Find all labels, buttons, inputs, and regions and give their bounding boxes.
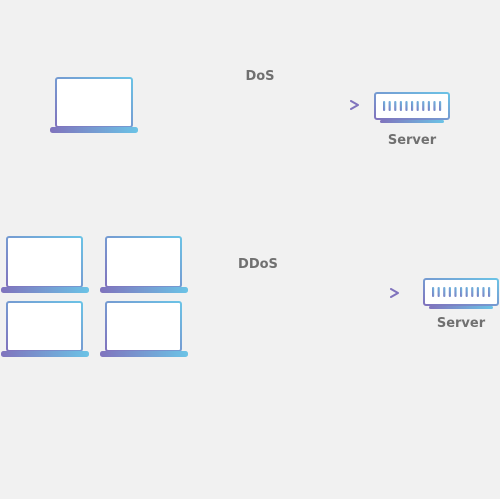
- laptop-icon: [1, 236, 89, 293]
- ddos-label: DDoS: [238, 257, 278, 272]
- laptop-icon: [50, 77, 138, 133]
- server-ports: [383, 101, 442, 111]
- server-port: [427, 101, 430, 111]
- dos-server-label: Server: [388, 133, 437, 148]
- ddos-server-label: Server: [437, 316, 486, 331]
- server-port: [488, 287, 491, 297]
- server-port: [405, 101, 408, 111]
- server-port: [439, 101, 442, 111]
- server-icon: [423, 278, 499, 309]
- server-port: [471, 287, 474, 297]
- server-port: [460, 287, 463, 297]
- server-port: [443, 287, 446, 297]
- server-ports: [432, 287, 491, 297]
- dos-label: DoS: [245, 69, 274, 84]
- server-port: [388, 101, 391, 111]
- server-port: [476, 287, 479, 297]
- ddos-group: DDoS Server: [1, 236, 499, 357]
- server-port: [432, 287, 435, 297]
- server-port: [399, 101, 402, 111]
- server-port: [383, 101, 386, 111]
- server-port: [422, 101, 425, 111]
- server-port: [433, 101, 436, 111]
- server-port: [465, 287, 468, 297]
- laptop-icon: [1, 301, 89, 357]
- server-port: [437, 287, 440, 297]
- server-port: [394, 101, 397, 111]
- server-port: [448, 287, 451, 297]
- server-icon: [374, 92, 450, 123]
- server-port: [454, 287, 457, 297]
- server-port: [416, 101, 419, 111]
- laptop-icon: [100, 236, 188, 293]
- server-port: [411, 101, 414, 111]
- laptop-icon: [100, 301, 188, 357]
- server-port: [482, 287, 485, 297]
- dos-group: DoS Server: [50, 69, 450, 148]
